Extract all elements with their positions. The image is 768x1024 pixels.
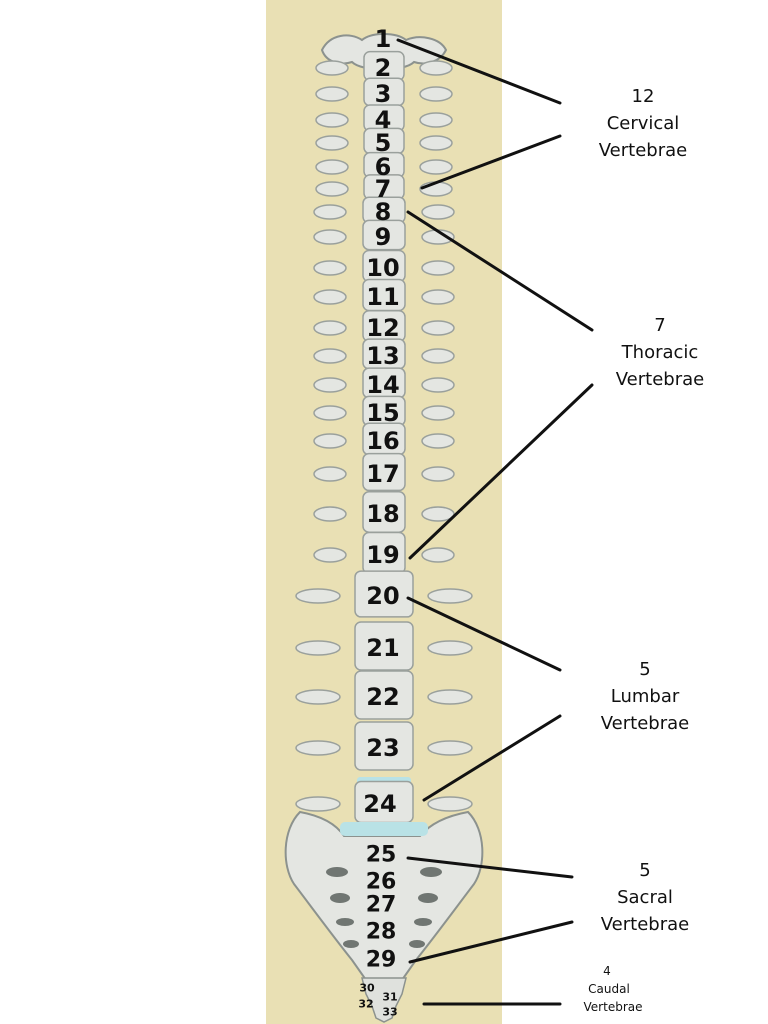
vertebra-number: 24 [363,790,396,818]
vertebra-body [313,219,455,251]
vertebra-number: 7 [375,175,392,203]
vertebra-number: 3 [375,80,392,108]
vertebra-body [313,395,455,427]
vertebra-number: 27 [366,893,397,918]
vertebra-body [313,367,455,399]
vertebra-number: 1 [375,25,392,53]
vertebra-number: 5 [375,129,392,157]
sacral-label: 5 Sacral Vertebrae [601,860,689,935]
sacral-pointer-top [406,856,574,879]
thoracic-pointer-top [406,210,594,332]
cervical-label: 12 Cervical Vertebrae [599,86,687,161]
vertebra-body [315,77,453,107]
sacral-name: Sacral [617,887,673,908]
caudal-count: 4 [603,964,611,978]
sacral-foramina [326,867,442,948]
vertebra-body [315,50,453,82]
vertebra-number: 14 [366,371,399,399]
lumbar-word: Vertebrae [601,713,689,734]
vertebra-body [313,422,455,456]
vertebra-number: 20 [366,582,399,610]
thoracic-count: 7 [654,315,665,336]
vertebra-body [313,491,455,533]
lumbar-pointer-top [406,596,562,672]
vertebra-body [295,670,473,720]
caudal-label: 4 Caudal Vertebrae [584,964,643,1014]
vertebra-number: 30 [359,982,375,995]
cervical-count: 12 [632,86,655,107]
sacral-count: 5 [639,860,650,881]
vertebra-number: 22 [366,683,399,711]
sacral-pointer-bottom [408,920,574,964]
thoracic-label: 7 Thoracic Vertebrae [616,315,704,390]
cervical-pointer-top [396,38,562,105]
coccyx-bone [361,977,407,1023]
vertebra-body [313,249,455,283]
vertebra-number: 9 [375,223,392,251]
vertebra-number: 16 [366,427,399,455]
vertebra-number: 29 [366,948,397,973]
vertebra-body [295,621,473,671]
intervertebral-disc [340,822,428,836]
vertebra-body [315,104,453,132]
vertebra-number: 25 [366,843,397,868]
vertebra-number: 28 [366,920,397,945]
lumbar-count: 5 [639,659,650,680]
vertebra-body [315,151,453,179]
vertebra-body [315,127,453,155]
vertebra-body [315,174,453,200]
vertebra-body [313,196,455,224]
lumbar-pointer-bottom [422,714,562,802]
vertebra-body [313,338,455,370]
vertebra-number: 23 [366,734,399,762]
cervical-word: Vertebrae [599,140,687,161]
vertebra-body [313,531,455,575]
vertebra-number: 15 [366,399,399,427]
vertebra-number: 8 [375,198,392,226]
sacral-word: Vertebrae [601,914,689,935]
thoracic-word: Vertebrae [616,369,704,390]
pointer-lines [396,38,594,1006]
vertebra-number: 4 [375,106,392,134]
vertebra-number: 11 [366,283,399,311]
cervical-name: Cervical [607,113,680,134]
lumbar-label: 5 Lumbar Vertebrae [601,659,689,734]
vertebra-body [313,278,455,312]
thoracic-pointer-bottom [408,383,594,560]
vertebra-number: 18 [366,500,399,528]
vertebra-body [295,570,473,618]
vertebra-number: 19 [366,541,399,569]
vertebra-body [295,721,473,771]
vertebra-number: 13 [366,342,399,370]
vertebra-number: 33 [382,1006,397,1019]
vertebra-body [313,452,455,492]
caudal-name: Caudal [588,982,630,996]
vertebra-number: 6 [375,153,392,181]
vertebra-number: 12 [366,314,399,342]
vertebra-number: 32 [358,998,373,1011]
lumbar-name: Lumbar [611,686,680,707]
vertebra-body [313,309,455,343]
caudal-word: Vertebrae [584,1000,643,1014]
vertebra-number: 21 [366,634,399,662]
vertebra-number: 26 [366,870,397,895]
vertebra-number: 31 [382,991,397,1004]
thoracic-name: Thoracic [621,342,699,363]
cervical-pointer-bottom [420,134,562,190]
vertebra-number: 10 [366,254,399,282]
vertebra-number: 2 [375,54,392,82]
vertebra-number: 17 [366,460,399,488]
